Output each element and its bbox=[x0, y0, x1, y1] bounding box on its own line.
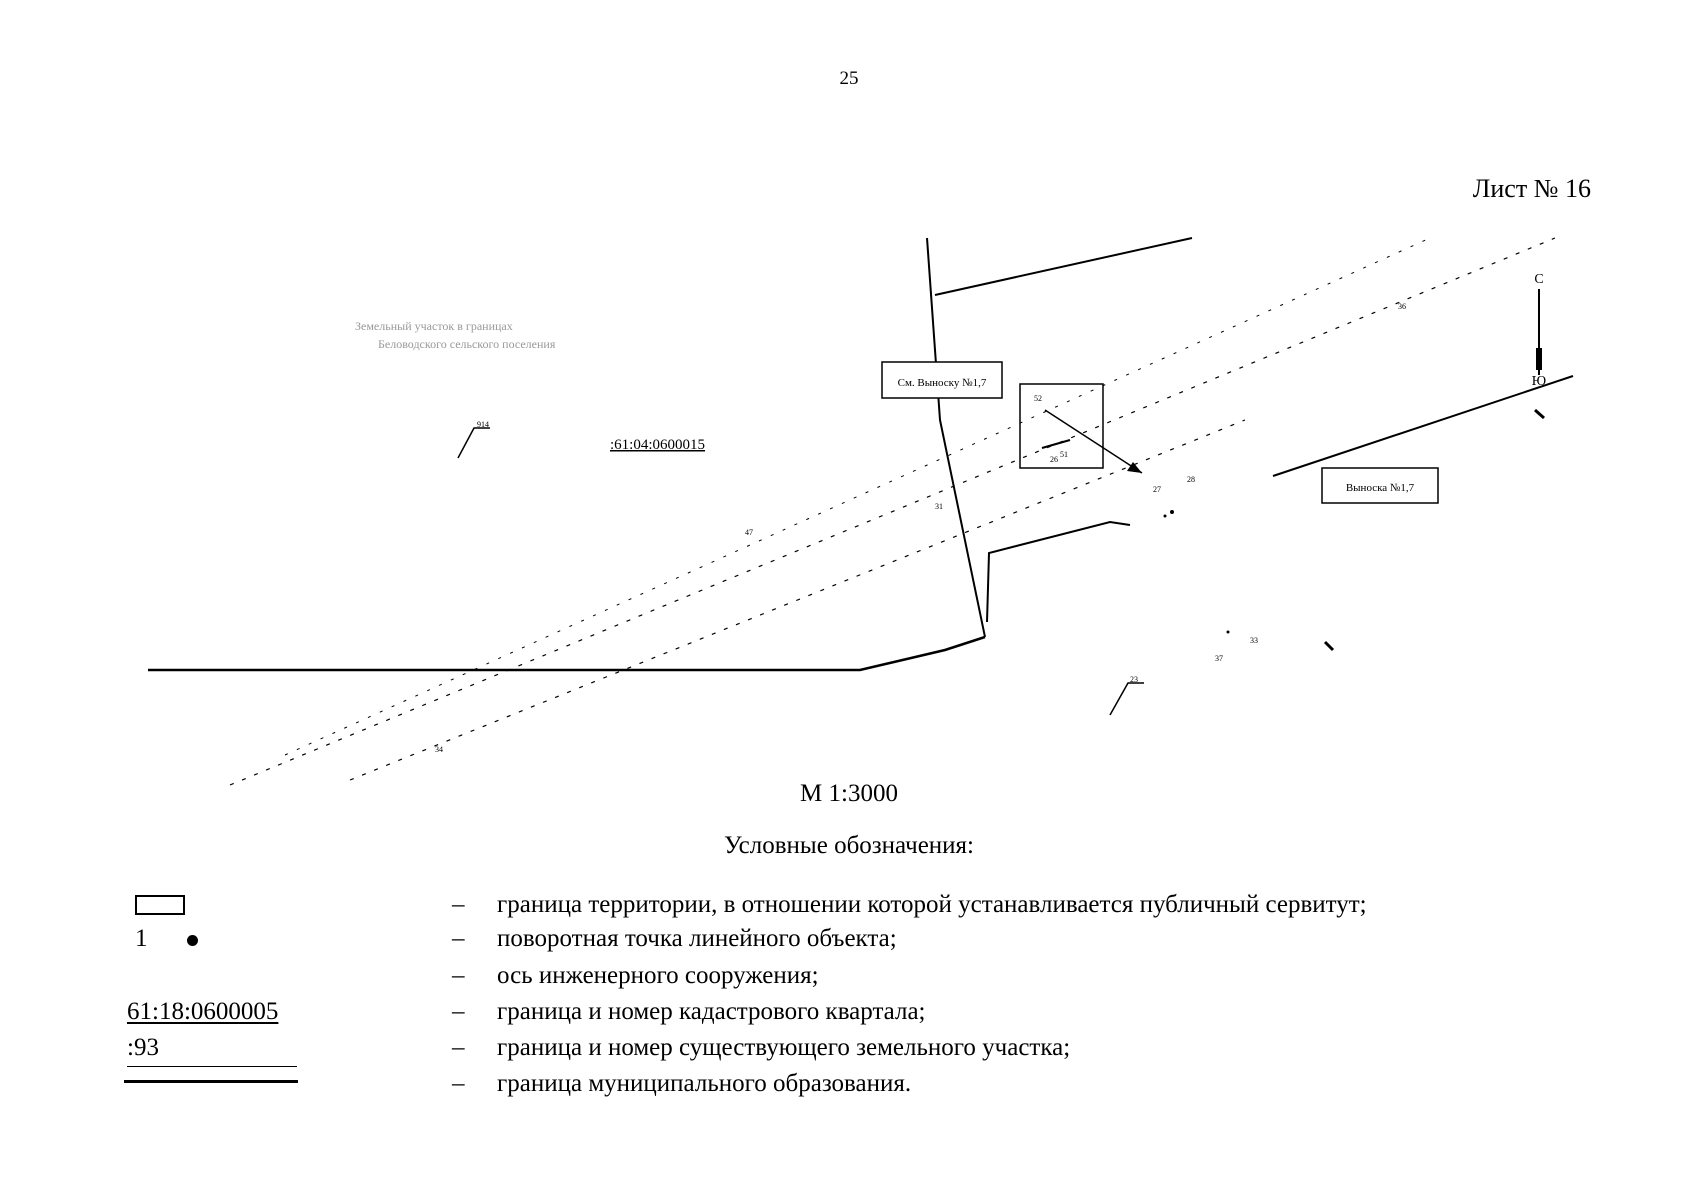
engineering-axis-3 bbox=[284, 237, 1431, 756]
legend-dash: – bbox=[452, 1034, 465, 1061]
legend-dash: – bbox=[452, 962, 465, 989]
municipal-boundary bbox=[148, 635, 986, 672]
point-leader-914 bbox=[457, 427, 490, 459]
legend-parcel-line bbox=[127, 1066, 297, 1067]
point-label-27: 27 bbox=[1153, 485, 1161, 494]
parcel-boundary-top bbox=[934, 237, 1193, 296]
legend-point-dot bbox=[187, 935, 198, 946]
legend-title: Условные обозначения: bbox=[723, 832, 975, 859]
point-label-37: 37 bbox=[1215, 654, 1223, 663]
sheet-label: Лист № 16 bbox=[1472, 174, 1591, 203]
point-label-34: 34 bbox=[435, 745, 443, 754]
point-label-31: 31 bbox=[935, 502, 943, 511]
engineering-axis-2 bbox=[349, 419, 1246, 781]
north-label: С bbox=[1534, 272, 1543, 287]
legend-parcel-number: :93 bbox=[127, 1034, 159, 1061]
legend-text: поворотная точка линейного объекта; bbox=[497, 925, 897, 952]
point-leader-bottom bbox=[1109, 682, 1144, 716]
point-label-914: 914 bbox=[477, 420, 489, 429]
legend-text: ось инженерного сооружения; bbox=[497, 962, 819, 989]
point-label-52: 52 bbox=[1034, 394, 1042, 403]
faint-text-1: Земельный участок в границах bbox=[355, 319, 513, 333]
callout-right-label: Выноска №1,7 bbox=[1346, 482, 1415, 494]
marker-point bbox=[1226, 630, 1230, 634]
engineering-axis-1 bbox=[229, 237, 1556, 786]
marker-point bbox=[1170, 510, 1174, 514]
legend-municipal-line bbox=[124, 1080, 298, 1083]
legend-item-servitude: – граница территории, в отношении которо… bbox=[0, 891, 1698, 925]
legend-dash: – bbox=[452, 998, 465, 1025]
parcel-boundary-right bbox=[1272, 375, 1574, 477]
point-label-36: 36 bbox=[1398, 302, 1406, 311]
point-label-26: 26 bbox=[1050, 455, 1058, 464]
marker-point bbox=[1163, 514, 1167, 518]
scale-label: М 1:3000 bbox=[800, 780, 898, 807]
callout-box-left bbox=[881, 361, 1003, 399]
legend-item-parcel: :93 – граница и номер существующего земе… bbox=[0, 1034, 1698, 1068]
map-drawing: См. Выноску №1,7 Выноска №1,7 :61:04:060… bbox=[148, 237, 1574, 786]
legend-text: граница и номер кадастрового квартала; bbox=[497, 998, 926, 1025]
page-number: 25 bbox=[839, 68, 859, 89]
parcel-boundary-vertical bbox=[926, 237, 986, 638]
legend-text: граница муниципального образования. bbox=[497, 1070, 912, 1097]
servitude-boundary bbox=[1019, 383, 1104, 469]
legend-text: граница и номер существующего земельного… bbox=[497, 1034, 1071, 1061]
legend-rect-symbol bbox=[135, 895, 185, 915]
legend-text: граница территории, в отношении которой … bbox=[497, 891, 1367, 918]
south-label: Ю bbox=[1532, 374, 1546, 389]
legend-item-point: 1 – поворотная точка линейного объекта; bbox=[0, 925, 1698, 959]
leader-arrow bbox=[1044, 409, 1143, 474]
legend-item-quarter: 61:18:0600005 – граница и номер кадастро… bbox=[0, 998, 1698, 1032]
point-label-47: 47 bbox=[745, 528, 753, 537]
parcel-boundary-bottom bbox=[986, 520, 1131, 623]
legend-quarter-number: 61:18:0600005 bbox=[127, 998, 279, 1025]
north-arrow-bar bbox=[1536, 348, 1542, 370]
callout-left-label: См. Выноску №1,7 bbox=[898, 377, 987, 389]
legend-dash: – bbox=[452, 925, 465, 952]
point-label-28: 28 bbox=[1187, 475, 1195, 484]
inner-segment bbox=[1041, 439, 1071, 449]
callout-box-right bbox=[1321, 467, 1439, 504]
point-label-33: 33 bbox=[1250, 636, 1258, 645]
legend-point-number: 1 bbox=[135, 925, 148, 952]
dash-mark bbox=[1534, 408, 1545, 420]
legend-dash: – bbox=[452, 891, 465, 918]
legend-item-municipal: – граница муниципального образования. bbox=[0, 1070, 1698, 1104]
point-label-bottom: 23 bbox=[1130, 675, 1138, 684]
dash-mark bbox=[1323, 640, 1335, 652]
legend-item-axis: – ось инженерного сооружения; bbox=[0, 962, 1698, 996]
parcel-number: :61:04:0600015 bbox=[610, 437, 705, 453]
point-label-51: 51 bbox=[1060, 450, 1068, 459]
arrowhead bbox=[1127, 462, 1142, 473]
faint-text-2: Беловодского сельского поселения bbox=[378, 337, 556, 351]
legend-dash: – bbox=[452, 1070, 465, 1097]
